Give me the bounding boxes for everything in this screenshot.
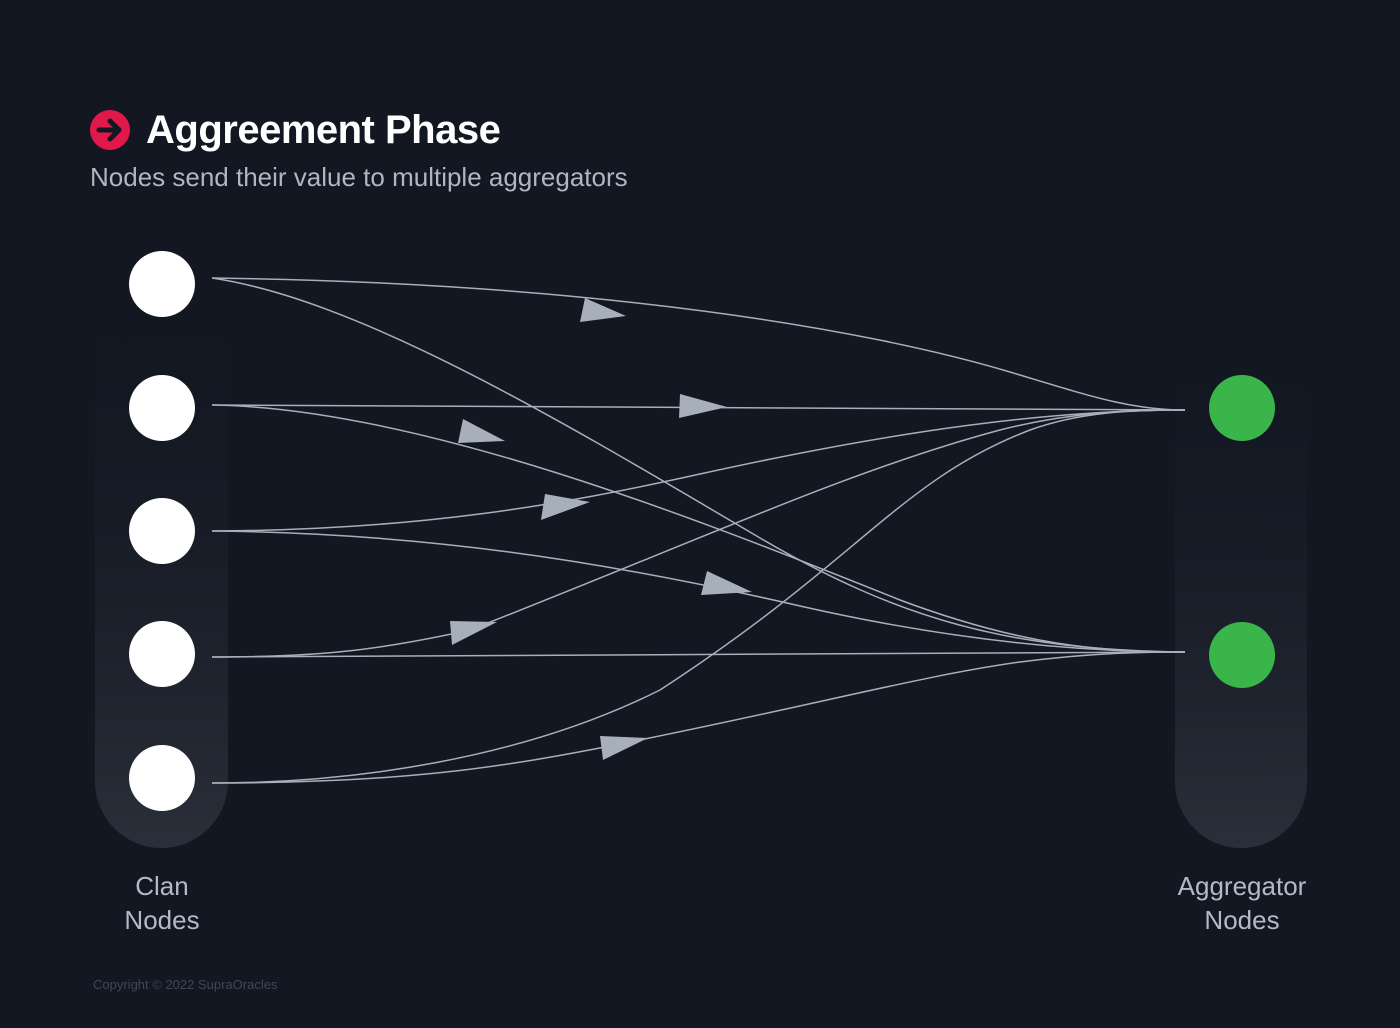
clan-label-line1: Clan: [135, 871, 189, 901]
title-row: Aggreement Phase: [90, 108, 628, 152]
copyright-text: Copyright © 2022 SupraOracles: [93, 977, 278, 992]
aggregator-node: [1209, 375, 1275, 441]
clan-node: [129, 621, 195, 687]
edge-clan5-agg2: [211, 651, 1186, 784]
clan-node: [129, 375, 195, 441]
arrowhead: [580, 298, 626, 322]
arrowhead: [458, 419, 505, 443]
page-title: Aggreement Phase: [146, 107, 501, 152]
edge-clan2-agg2: [211, 404, 1186, 653]
edge-clan3-agg2: [211, 530, 1186, 653]
edge-clan4-agg1: [211, 409, 1186, 658]
edge-clan4-agg2: [211, 651, 1186, 658]
edge-clan1-agg1: [211, 277, 1186, 411]
arrowhead: [450, 621, 497, 645]
page-subtitle: Nodes send their value to multiple aggre…: [90, 162, 628, 192]
arrowhead: [541, 494, 590, 520]
edges: [211, 277, 1186, 784]
clan-node: [129, 498, 195, 564]
aggregator-node: [1209, 622, 1275, 688]
aggregator-nodes-label: Aggregator Nodes: [1122, 869, 1362, 937]
clan-node: [129, 745, 195, 811]
aggregator-nodes: [1209, 375, 1275, 688]
arrowhead: [679, 394, 727, 418]
clan-nodes: [129, 251, 195, 811]
arrowhead: [600, 736, 648, 760]
arrow-right-circle-icon: [90, 110, 130, 150]
clan-nodes-label: Clan Nodes: [42, 869, 282, 937]
aggregator-label-line1: Aggregator: [1177, 871, 1307, 901]
clan-label-line2: Nodes: [124, 905, 200, 935]
clan-node: [129, 251, 195, 317]
arrowhead: [701, 571, 752, 595]
arrowheads: [450, 298, 752, 760]
aggregator-column-track: [1175, 300, 1307, 848]
edge-clan5-agg1: [211, 409, 1186, 784]
edge-clan3-agg1: [211, 409, 1186, 532]
aggregator-label-line2: Nodes: [1204, 905, 1280, 935]
edge-clan1-agg2: [211, 277, 1186, 653]
header: Aggreement Phase Nodes send their value …: [90, 108, 628, 193]
